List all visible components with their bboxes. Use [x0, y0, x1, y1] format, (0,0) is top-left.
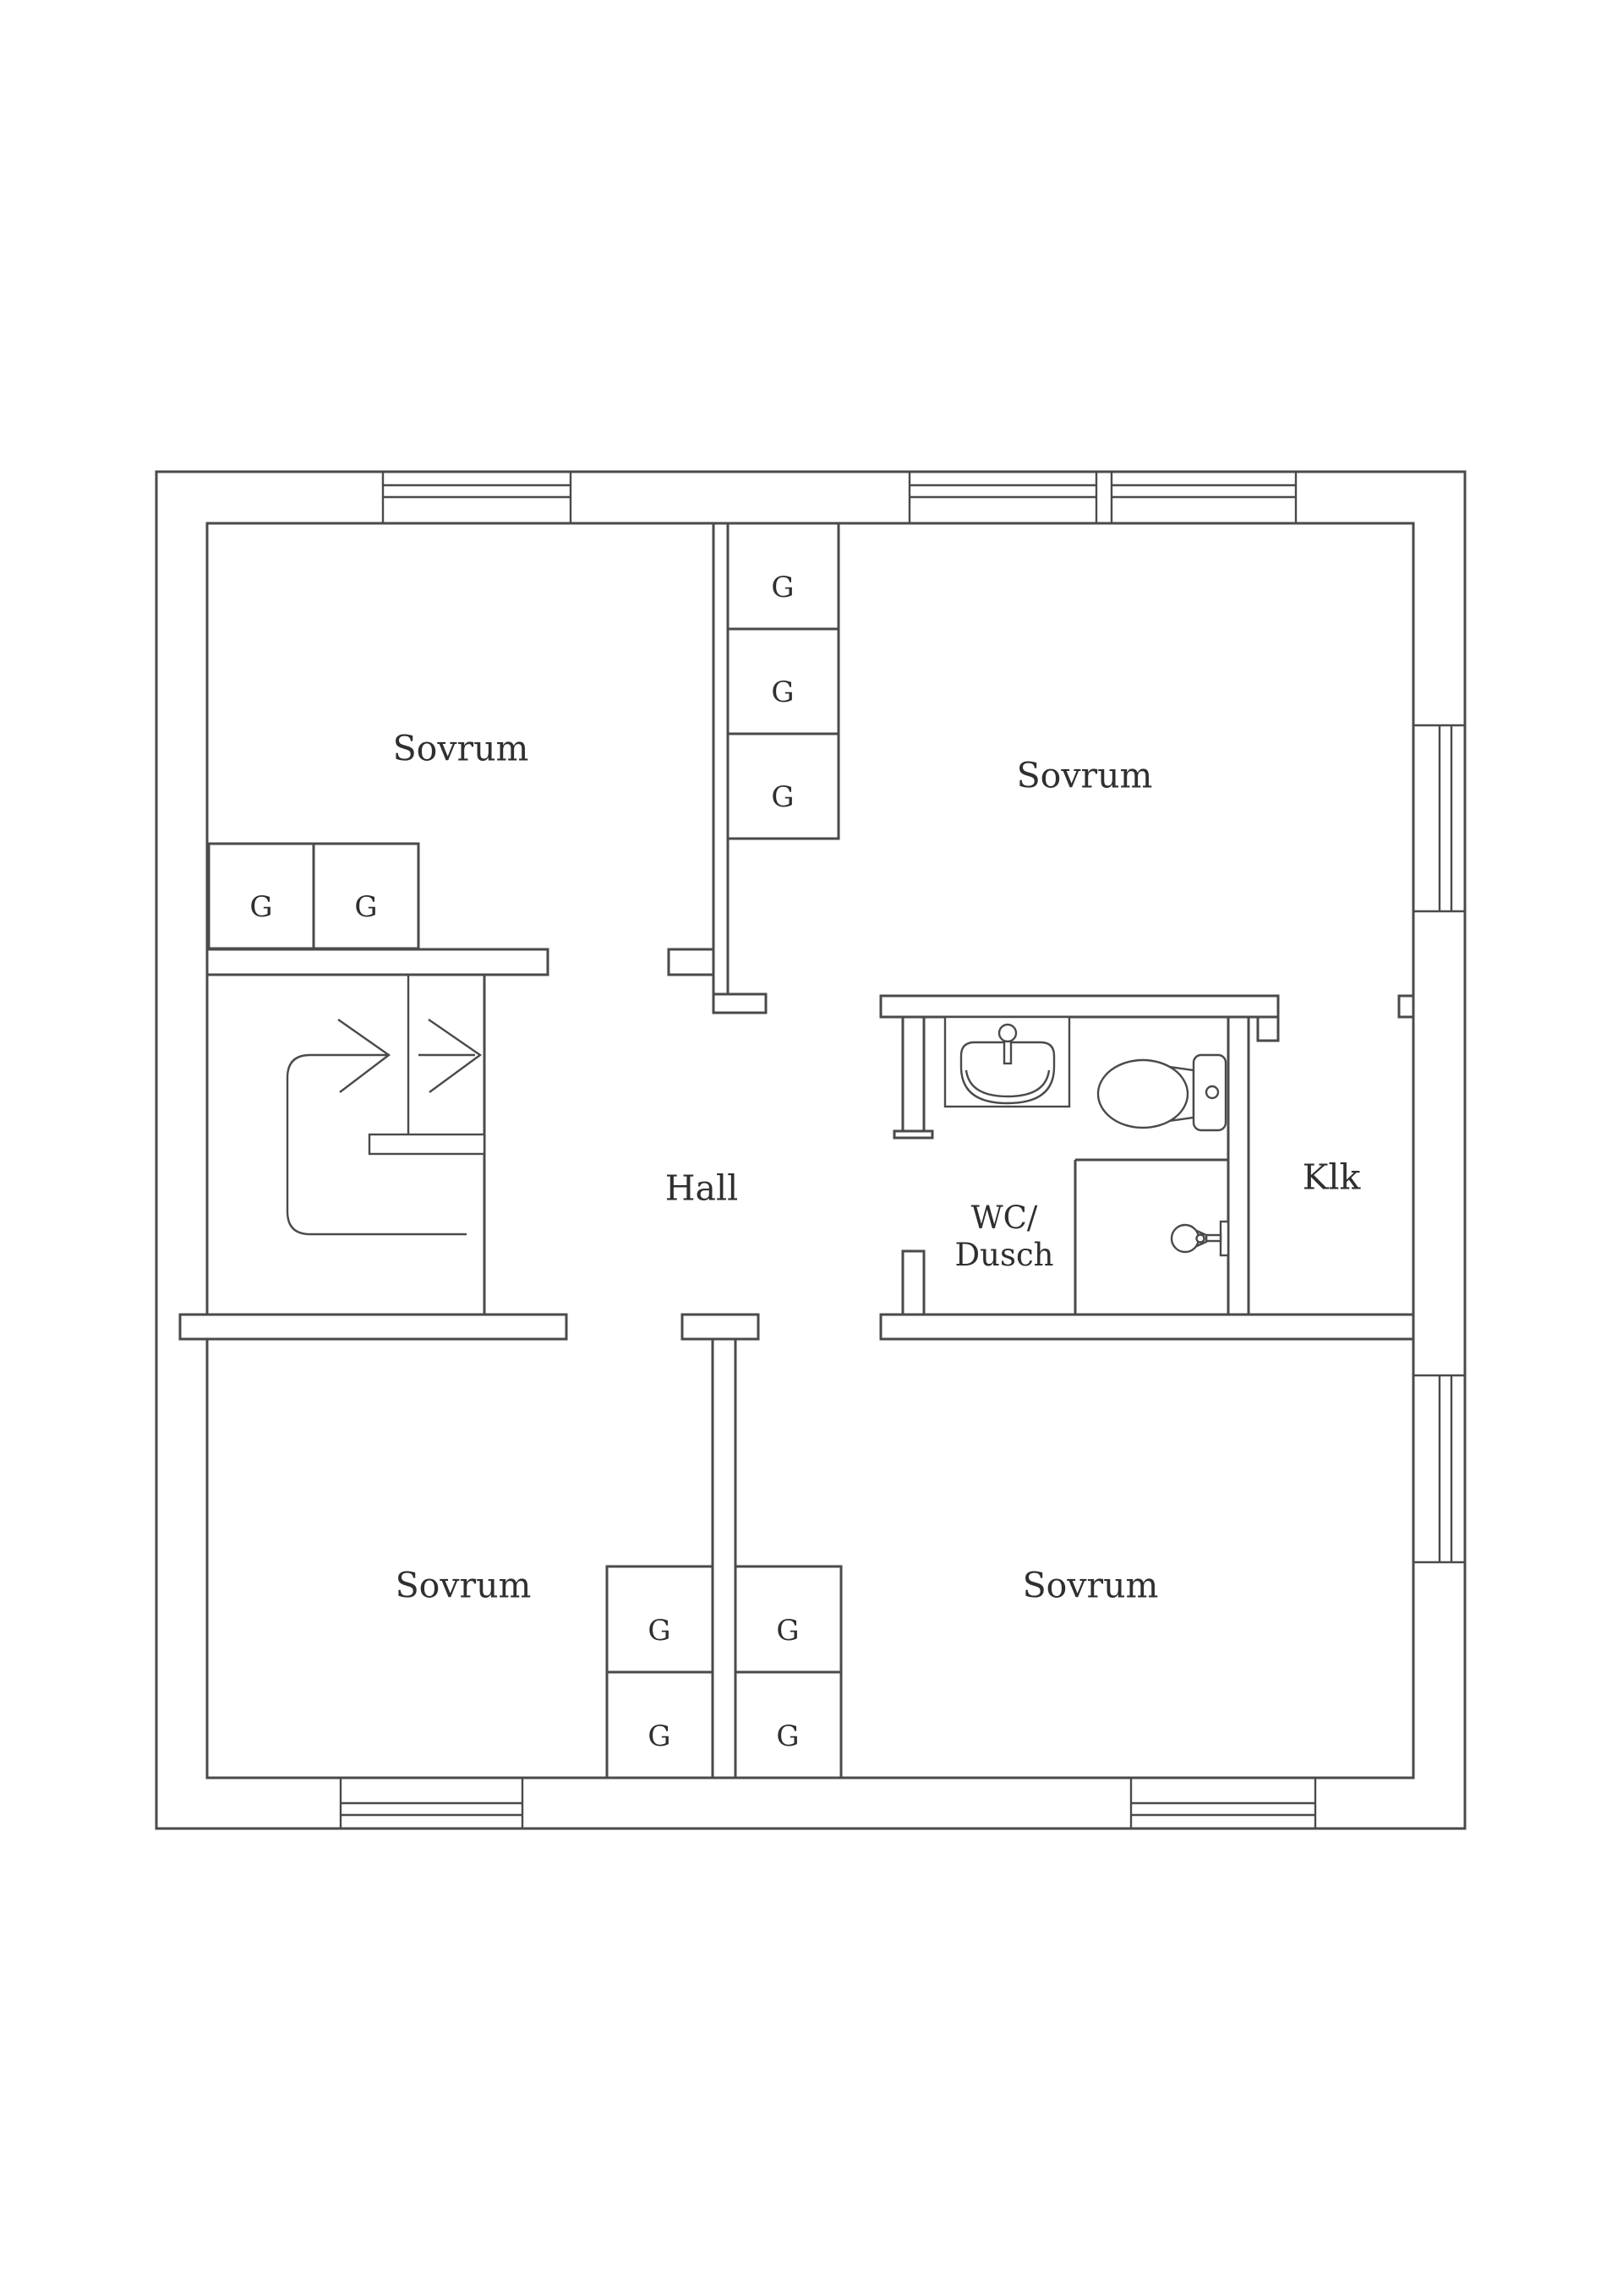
wardrobe-label: G: [776, 1614, 799, 1648]
stair-direction-arrow-icon-2: [428, 1019, 483, 1093]
shower-enclosure: [1074, 1158, 1228, 1315]
sink-icon: [943, 1015, 1071, 1108]
bathroom-fixtures: [943, 1015, 1230, 1315]
window-icon-top-right-2: [1110, 472, 1298, 523]
wall-klk-door-jamb: [1256, 1015, 1280, 1042]
wardrobe-label: G: [249, 890, 272, 924]
wardrobe-label: G: [771, 675, 794, 709]
window-icon-top-right-1: [908, 472, 1098, 523]
room-label-bedroom-top-right: Sovrum: [1017, 755, 1153, 795]
wall-top-left-bedroom-south-b: [667, 948, 715, 976]
wall-hall-south-b: [879, 1313, 1415, 1341]
window-icon-right-top: [1413, 724, 1465, 913]
window-icon-right-bottom: [1413, 1374, 1465, 1564]
window-icon-bottom-right: [1129, 1778, 1317, 1829]
room-label-hall: Hall: [665, 1167, 738, 1208]
wardrobe-box: [734, 1565, 843, 1674]
stair-walk-line: [286, 1053, 467, 1236]
wardrobe-box: [726, 732, 840, 840]
room-label-wc-line1: WC/: [971, 1200, 1038, 1236]
room-label-klk: Klk: [1303, 1156, 1362, 1197]
wardrobes: [207, 522, 843, 1779]
room-labels: Sovrum Sovrum Sovrum Sovrum Hall WC/ Dus…: [249, 571, 1361, 1753]
wall-hall-south-a: [178, 1313, 568, 1341]
wall-top-left-bedroom-south-a: [205, 948, 549, 976]
wardrobe-box: [312, 842, 420, 950]
wall-wc-klk-divider: [1227, 1015, 1250, 1316]
outer-wall-boundary: [155, 470, 1467, 1830]
wardrobe-box: [605, 1670, 714, 1779]
wardrobe-label: G: [776, 1719, 799, 1753]
wardrobe-label: G: [648, 1614, 670, 1648]
wall-wc-door-jamb: [893, 1129, 934, 1140]
wardrobe-box: [726, 627, 840, 735]
wall-top-bedrooms-divider: [712, 522, 730, 996]
room-label-bedroom-top-left: Sovrum: [393, 728, 529, 768]
wall-bottom-bedrooms-divider: [711, 1337, 737, 1779]
wardrobe-box: [734, 1670, 843, 1779]
wardrobe-label: G: [771, 780, 794, 814]
staircase: [205, 973, 486, 1316]
room-label-bedroom-bottom-left: Sovrum: [396, 1565, 532, 1605]
wall-klk-door-recess: [1397, 994, 1413, 1019]
room-label-wc-line2: Dusch: [954, 1237, 1053, 1273]
wall-wc-west-upper: [901, 1015, 926, 1140]
wardrobe-label: G: [354, 890, 377, 924]
wardrobe-box: [726, 522, 840, 631]
wall-wc-west-lower: [901, 1249, 926, 1316]
stair-direction-arrow-icon: [337, 1019, 391, 1093]
wardrobe-label: G: [771, 571, 794, 604]
wall-wc-north: [879, 994, 1280, 1019]
shower-head-icon: [1170, 1220, 1230, 1257]
wardrobe-box: [207, 842, 315, 950]
wall-foot-doorjamb: [712, 992, 768, 1014]
windows: [339, 472, 1465, 1829]
window-icon-top-left: [381, 472, 572, 523]
window-icon-bottom-left: [339, 1778, 524, 1829]
stair-landing: [368, 1133, 486, 1156]
interior-walls: [178, 522, 1415, 1779]
wardrobe-label: G: [648, 1719, 670, 1753]
room-label-bedroom-bottom-right: Sovrum: [1023, 1565, 1159, 1605]
wall-hall-south-jamb: [680, 1313, 760, 1341]
toilet-icon: [1096, 1053, 1227, 1132]
